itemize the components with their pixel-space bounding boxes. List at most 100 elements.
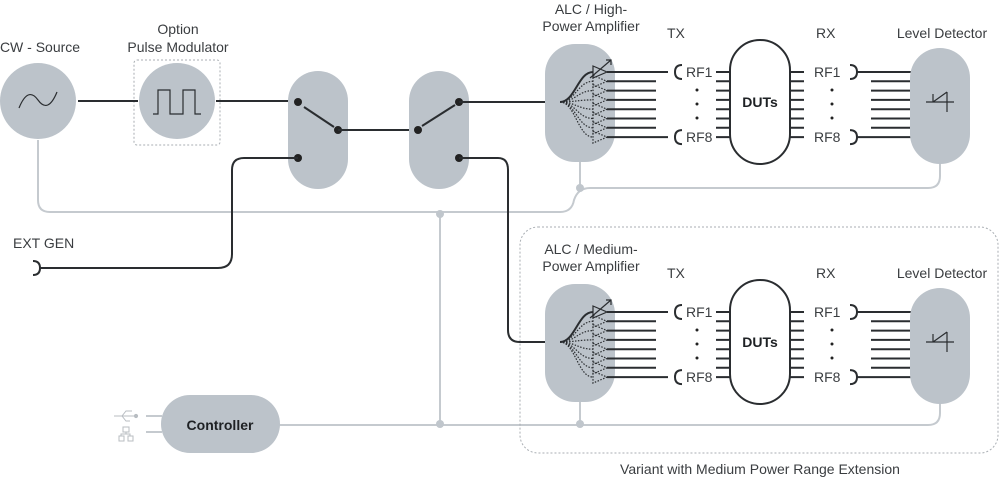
- amplifier-icon: [592, 342, 609, 357]
- pulse-mod-label-1: Option: [157, 21, 198, 37]
- pulse-wave-icon: [153, 89, 201, 115]
- control-line-lower: [278, 395, 941, 426]
- variant-caption: Variant with Medium Power Range Extensio…: [620, 461, 900, 477]
- amplifier-icon: [592, 314, 609, 329]
- rx-connector-icon[interactable]: [849, 369, 859, 386]
- amplifier-icon: [592, 92, 609, 107]
- rx-rf8-label: RF8: [814, 129, 841, 145]
- bus-junction: [576, 184, 584, 192]
- tx-rf8-label: RF8: [686, 129, 713, 145]
- amplifier-block[interactable]: [545, 284, 615, 402]
- signal-line-medium: [459, 157, 560, 343]
- amp-label-2: Power Amplifier: [542, 258, 640, 274]
- ellipsis-dot: [830, 88, 834, 92]
- switch-contact: [294, 98, 302, 106]
- bus-junction: [436, 420, 444, 428]
- rx-label: RX: [816, 265, 836, 281]
- tx-rf8-label: RF8: [686, 369, 713, 385]
- ellipsis-dot: [695, 328, 699, 332]
- diode-detector-icon: [926, 331, 954, 352]
- amplifier-icon: [592, 120, 609, 135]
- ellipsis-dot: [695, 116, 699, 120]
- ellipsis-dot: [830, 328, 834, 332]
- diode-detector-icon: [926, 91, 954, 112]
- cw-source-label: CW - Source: [0, 39, 80, 55]
- controller-ports: [146, 415, 162, 433]
- level-detector-label: Level Detector: [897, 265, 988, 281]
- ext-gen-label: EXT GEN: [13, 235, 74, 251]
- amp-label-1: ALC / Medium-: [544, 241, 638, 257]
- fanout-line: [559, 341, 594, 378]
- signal-line-ext: [40, 157, 298, 269]
- dut-label: DUTs: [742, 334, 778, 350]
- amp-label-2: Power Amplifier: [542, 18, 640, 34]
- rx-connector-icon[interactable]: [849, 304, 859, 320]
- rx-rf1-label: RF1: [814, 304, 841, 320]
- ellipsis-dot: [830, 102, 834, 106]
- tx-label: TX: [667, 265, 686, 281]
- fanout-line: [559, 101, 594, 138]
- amplifier-icon: [592, 102, 609, 117]
- variable-gain-arrow-icon: [589, 59, 612, 79]
- controller-block[interactable]: [161, 395, 280, 453]
- pulse-modulator-block[interactable]: [139, 63, 215, 139]
- pulse-modulator-option-box: [133, 59, 221, 146]
- bus-junction: [576, 420, 584, 428]
- level-detector-label: Level Detector: [897, 25, 988, 41]
- bus-junction: [436, 210, 444, 218]
- rx-connector-icon[interactable]: [849, 129, 859, 146]
- rx-rf8-label: RF8: [814, 369, 841, 385]
- ellipsis-dot: [695, 342, 699, 346]
- dut-label: DUTs: [742, 94, 778, 110]
- controller-label: Controller: [187, 417, 254, 433]
- sine-wave-icon: [18, 91, 58, 109]
- amp-label-1: ALC / High-: [555, 1, 628, 17]
- usb-icon: [114, 410, 139, 422]
- dut-block[interactable]: [729, 279, 791, 405]
- amplifier-icon: [592, 83, 609, 98]
- amplifier-icon: [592, 111, 609, 126]
- ellipsis-dot: [695, 102, 699, 106]
- ext-gen-connector-icon[interactable]: [32, 260, 42, 276]
- dut-block[interactable]: [729, 39, 791, 165]
- ellipsis-dot: [830, 356, 834, 360]
- amplifier-icon: [592, 370, 609, 385]
- amplifier-icon: [592, 130, 609, 145]
- variable-gain-arrow-icon: [589, 299, 612, 319]
- tx-rf1-label: RF1: [686, 304, 713, 320]
- amplifier-block[interactable]: [545, 44, 615, 162]
- switch-contact: [414, 126, 422, 134]
- amplifier-icon: [592, 360, 609, 375]
- pulse-mod-label-2: Pulse Modulator: [127, 39, 229, 55]
- ellipsis-dot: [695, 88, 699, 92]
- ellipsis-dot: [695, 356, 699, 360]
- variant-box: [519, 226, 999, 454]
- ellipsis-dot: [830, 342, 834, 346]
- rx-label: RX: [816, 25, 836, 41]
- control-line-upper: [37, 140, 941, 213]
- tx-connector-icon[interactable]: [673, 369, 683, 386]
- amplifier-icon: [592, 351, 609, 366]
- switch-1-block[interactable]: [288, 71, 348, 189]
- tx-label: TX: [667, 25, 686, 41]
- switch-arm: [421, 104, 456, 127]
- amplifier-icon: [592, 332, 609, 347]
- rx-connector-icon[interactable]: [849, 64, 859, 80]
- switch-arm: [303, 106, 335, 128]
- tx-rf1-label: RF1: [686, 64, 713, 80]
- control-bus: [37, 140, 941, 433]
- amplifier-icon: [592, 74, 609, 89]
- amplifier-icon: [592, 323, 609, 338]
- switch-2-block[interactable]: [409, 71, 469, 189]
- level-detector-block[interactable]: [910, 288, 970, 404]
- network-icon: [118, 426, 134, 442]
- tx-connector-icon[interactable]: [673, 64, 683, 80]
- ellipsis-dot: [830, 116, 834, 120]
- tx-connector-icon[interactable]: [673, 129, 683, 146]
- tx-connector-icon[interactable]: [673, 304, 683, 320]
- level-detector-block[interactable]: [910, 48, 970, 164]
- rx-rf1-label: RF1: [814, 64, 841, 80]
